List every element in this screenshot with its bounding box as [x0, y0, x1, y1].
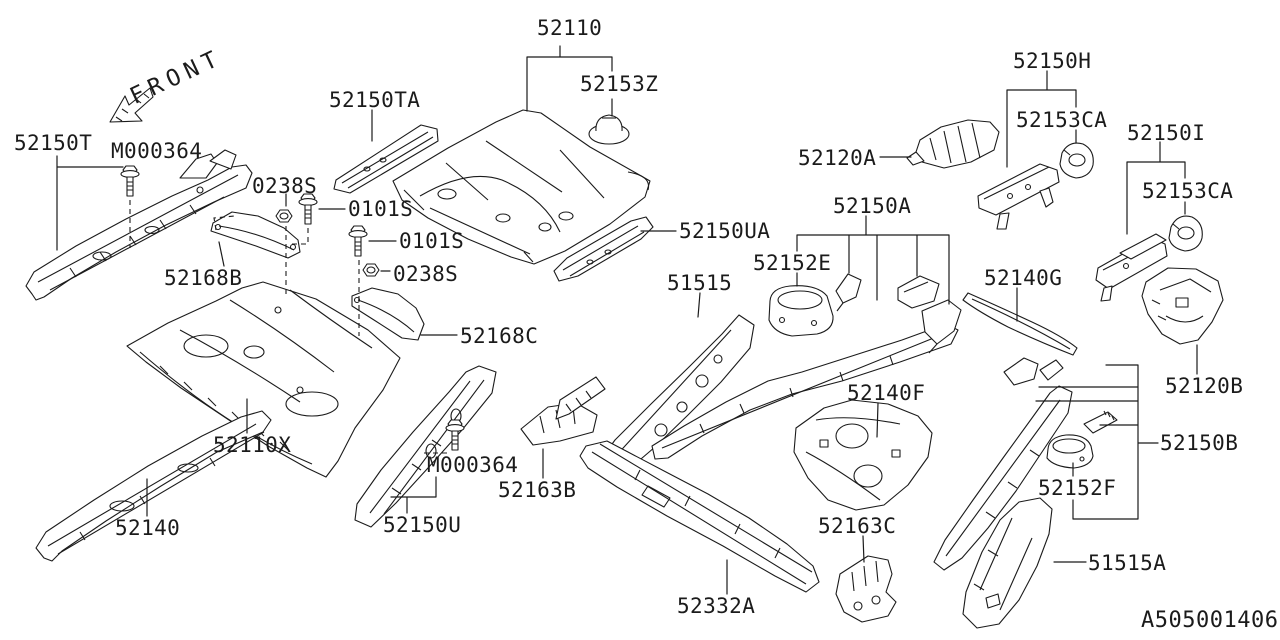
- part-drawing-52152E: [769, 286, 833, 336]
- part-label-0238s-1: 0238S: [252, 174, 318, 198]
- part-drawing-52150I: [1096, 234, 1167, 301]
- leader-51515: [698, 293, 700, 317]
- leader-52150h-bracket: [1007, 71, 1076, 167]
- leader-52110: [527, 46, 612, 111]
- part-label-52150U: 52150U: [383, 513, 462, 537]
- part-label-52150UA: 52150UA: [679, 219, 771, 243]
- part-label-52150A: 52150A: [833, 194, 912, 218]
- leader-52150b-bracket: [1036, 365, 1158, 519]
- part-drawing-51515: [556, 315, 754, 474]
- leader-52163c: [863, 536, 864, 562]
- part-drawing-51515A: [963, 498, 1052, 628]
- part-drawing-52110: [393, 110, 650, 264]
- part-label-m000364-1: M000364: [111, 139, 203, 163]
- diagram-id: A505001406: [1141, 608, 1279, 633]
- part-label-52150B: 52150B: [1160, 431, 1239, 455]
- part-label-52153Z: 52153Z: [580, 72, 659, 96]
- part-drawing-52120A: [907, 120, 999, 168]
- part-drawing-52140: [36, 411, 271, 561]
- part-drawing-52150A-clips: [836, 274, 961, 353]
- part-label-52150H: 52150H: [1013, 49, 1092, 73]
- part-drawing-52153Z: [589, 115, 629, 144]
- bolt-icon-0101s-2: [348, 225, 368, 257]
- front-direction-arrow: [110, 88, 153, 122]
- leader-52140f: [877, 403, 878, 437]
- part-label-52150T: 52150T: [14, 131, 93, 155]
- dashed-locator-52168b: [214, 216, 234, 230]
- part-label-52163B: 52163B: [498, 478, 577, 502]
- part-label-0101s-1: 0101S: [348, 197, 414, 221]
- part-label-52120B: 52120B: [1165, 374, 1244, 398]
- part-drawing-52120B: [1142, 268, 1223, 344]
- leader-52150u-m000364: [391, 477, 436, 513]
- part-label-52163C: 52163C: [818, 514, 897, 538]
- part-label-52153CA-2: 52153CA: [1142, 179, 1234, 203]
- part-label-52110X: 52110X: [213, 433, 292, 457]
- part-drawing-52140F: [794, 400, 932, 510]
- part-label-52150TA: 52150TA: [329, 88, 421, 112]
- part-label-0238s-2: 0238S: [393, 262, 459, 286]
- part-label-52168C: 52168C: [460, 324, 539, 348]
- part-drawing-52168B: [211, 212, 300, 258]
- part-label-52110: 52110: [537, 16, 603, 40]
- part-drawing-52150U: [355, 366, 496, 527]
- part-drawing-rear-quarter-rail: [934, 386, 1072, 570]
- part-label-52152E: 52152E: [753, 251, 832, 275]
- nut-icon-0238s-2: [362, 263, 380, 277]
- nut-icon-0238s-1: [275, 209, 293, 223]
- leader-52168b: [219, 242, 224, 266]
- part-drawing-52150TA: [334, 125, 438, 193]
- part-drawing-52150B-clips: [1004, 358, 1117, 433]
- part-drawing-rear-side-member: [652, 324, 958, 459]
- part-label-0101s-2: 0101S: [399, 229, 465, 253]
- part-drawing-52153CA-2: [1169, 216, 1202, 251]
- part-label-52332A: 52332A: [677, 594, 756, 618]
- part-label-m000364-2: M000364: [427, 453, 519, 477]
- part-label-52153CA-1: 52153CA: [1016, 108, 1108, 132]
- part-drawing-52110X: [127, 282, 400, 477]
- part-drawing-52163B: [521, 403, 597, 445]
- part-label-52152F: 52152F: [1038, 476, 1117, 500]
- part-drawing-52168C: [352, 288, 424, 340]
- part-label-51515: 51515: [667, 271, 733, 295]
- part-label-51515A: 51515A: [1088, 551, 1167, 575]
- leader-52150t: [57, 156, 123, 250]
- part-drawing-52140G: [963, 293, 1077, 355]
- part-label-52120A: 52120A: [798, 146, 877, 170]
- part-label-52140: 52140: [115, 516, 181, 540]
- part-drawing-52163C: [836, 556, 896, 622]
- part-label-52150I: 52150I: [1127, 121, 1206, 145]
- leader-52150a-bracket: [797, 216, 949, 304]
- part-drawing-52150T: [26, 150, 252, 300]
- part-drawing-52152F: [1047, 435, 1093, 468]
- part-drawing-52150H: [978, 164, 1059, 229]
- bolt-icon-m000364-1: [120, 165, 140, 197]
- bolt-icon-0101s-1: [298, 193, 318, 225]
- part-label-52168B: 52168B: [164, 266, 243, 290]
- part-drawing-52153CA-1: [1060, 143, 1093, 178]
- part-drawing-52332A: [580, 441, 819, 592]
- leader-52150i-bracket: [1127, 142, 1185, 234]
- part-label-52140F: 52140F: [847, 381, 926, 405]
- part-label-52140G: 52140G: [984, 266, 1063, 290]
